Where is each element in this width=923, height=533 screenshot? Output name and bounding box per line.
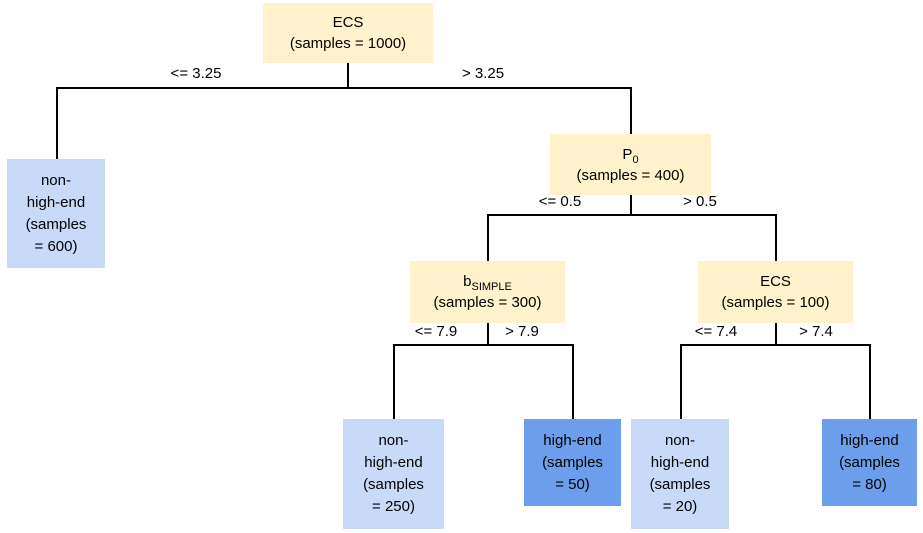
connector-ecs2-right-drop xyxy=(869,344,871,419)
connector-b-left-drop xyxy=(393,344,395,419)
node-b-simple-label: b xyxy=(463,273,472,290)
connector-root-horizontal xyxy=(56,87,631,89)
node-root-ecs: ECS (samples = 1000) xyxy=(263,3,433,63)
leaf-non-high-end-600: non- high-end (samples = 600) xyxy=(7,159,105,268)
node-b-simple-samples: (samples = 300) xyxy=(433,294,542,311)
connector-ecs2-horizontal xyxy=(680,344,870,346)
edge-label-b-right: > 7.9 xyxy=(505,323,539,340)
edge-label-p0-left: <= 0.5 xyxy=(538,193,582,210)
node-ecs-2: ECS (samples = 100) xyxy=(698,261,853,323)
edge-label-root-right: > 3.25 xyxy=(461,65,505,82)
connector-root-right-drop xyxy=(630,87,632,134)
leaf-non-high-end-250: non- high-end (samples = 250) xyxy=(343,419,444,529)
node-root-ecs-title: ECS xyxy=(333,12,364,33)
edge-label-p0-right: > 0.5 xyxy=(683,193,717,210)
node-p0-subscript: 0 xyxy=(632,153,639,166)
node-ecs-2-title: ECS xyxy=(760,271,791,292)
connector-root-stem xyxy=(347,63,349,87)
leaf-high-end-80: high-end (samples = 80) xyxy=(822,419,917,506)
node-p0-title: P0 xyxy=(622,144,639,166)
leaf-high-end-50: high-end (samples = 50) xyxy=(524,419,621,506)
connector-b-stem xyxy=(487,323,489,344)
connector-b-horizontal xyxy=(393,344,573,346)
connector-p0-left-drop xyxy=(487,214,489,261)
node-p0-samples: (samples = 400) xyxy=(576,166,685,184)
connector-root-left-drop xyxy=(56,87,58,159)
node-b-simple-subscript: SIMPLE xyxy=(471,281,512,293)
connector-ecs2-left-drop xyxy=(680,344,682,419)
edge-label-root-left: <= 3.25 xyxy=(170,65,222,82)
connector-ecs2-stem xyxy=(775,323,777,344)
connector-p0-stem xyxy=(630,195,632,214)
node-b-simple: bSIMPLE (samples = 300) xyxy=(410,261,565,323)
connector-p0-horizontal xyxy=(487,214,776,216)
connector-b-right-drop xyxy=(572,344,574,419)
node-root-ecs-samples: (samples = 1000) xyxy=(289,35,407,52)
edge-label-ecs2-left: <= 7.4 xyxy=(694,323,738,340)
leaf-non-high-end-20: non- high-end (samples = 20) xyxy=(631,419,729,529)
edge-label-b-left: <= 7.9 xyxy=(414,323,458,340)
node-b-simple-title: bSIMPLE xyxy=(463,271,512,293)
node-root-ecs-label: ECS xyxy=(332,14,364,31)
node-p0: P0 (samples = 400) xyxy=(550,134,711,195)
node-p0-label: P xyxy=(622,145,633,163)
node-ecs-2-samples: (samples = 100) xyxy=(721,294,830,311)
edge-label-ecs2-right: > 7.4 xyxy=(799,323,833,340)
node-ecs-2-label: ECS xyxy=(760,273,791,290)
connector-p0-right-drop xyxy=(775,214,777,261)
